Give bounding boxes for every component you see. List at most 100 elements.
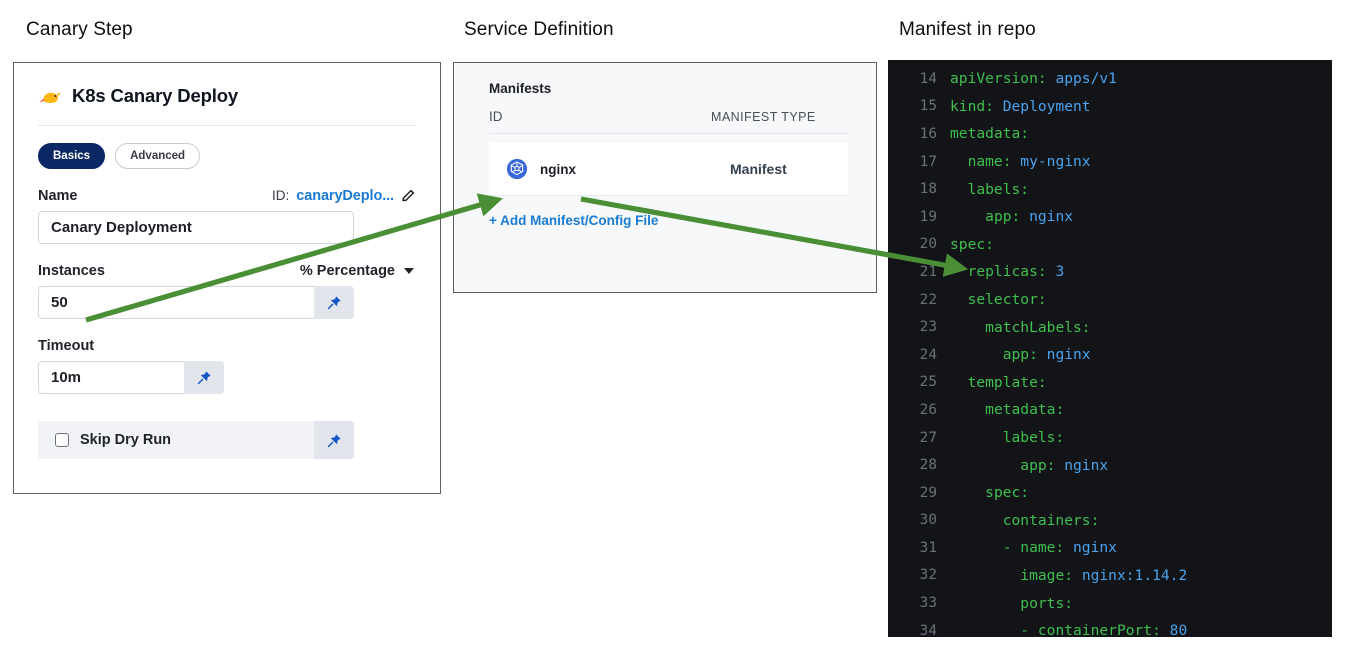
code-line-content: labels: — [950, 429, 1065, 446]
code-line: 31 - name: nginx — [888, 534, 1332, 562]
code-line-content: - containerPort: 80 — [950, 622, 1187, 637]
code-line: 17 name: my-nginx — [888, 148, 1332, 176]
code-line: 23 matchLabels: — [888, 313, 1332, 341]
line-number: 29 — [919, 484, 937, 501]
code-token-key: metadata: — [985, 401, 1065, 419]
instances-field-block: Instances % Percentage 50 — [38, 261, 416, 320]
code-token-value: apps/v1 — [1055, 70, 1117, 88]
code-line-content: apiVersion: apps/v1 — [950, 70, 1117, 87]
step-id-group[interactable]: ID: canaryDeplo... — [272, 188, 416, 204]
line-number: 30 — [919, 512, 937, 529]
code-token-value: nginx — [1064, 456, 1109, 474]
code-token-key: apiVersion: — [950, 70, 1056, 88]
add-manifest-link[interactable]: + Add Manifest/Config File — [489, 213, 659, 228]
tab-basics[interactable]: Basics — [38, 143, 106, 170]
code-line: 18 labels: — [888, 175, 1332, 203]
line-number: 19 — [919, 208, 937, 225]
code-line: 30 containers: — [888, 507, 1332, 535]
code-line-content: name: my-nginx — [950, 153, 1091, 170]
code-line: 26 metadata: — [888, 396, 1332, 424]
code-token-value: nginx — [1029, 208, 1074, 226]
line-number: 15 — [919, 98, 937, 115]
code-token-key: ports: — [1020, 594, 1074, 612]
column-header-id: ID — [489, 109, 503, 124]
card-header: K8s Canary Deploy — [14, 63, 440, 107]
code-token-key: metadata: — [950, 125, 1030, 143]
code-token-value: 80 — [1169, 622, 1188, 637]
code-token-key: spec: — [950, 235, 994, 253]
code-token-key: replicas: — [967, 263, 1056, 281]
code-line: 34 - containerPort: 80 — [888, 617, 1332, 637]
instances-input[interactable]: 50 — [38, 286, 314, 320]
heading-service-definition: Service Definition — [464, 19, 614, 40]
code-line-content: app: nginx — [950, 457, 1108, 474]
instances-unit-dropdown[interactable]: % Percentage — [300, 263, 416, 279]
code-line-content: kind: Deployment — [950, 98, 1091, 115]
heading-manifest-in-repo: Manifest in repo — [899, 19, 1036, 40]
line-number: 33 — [919, 595, 937, 612]
code-token-key: name: — [967, 153, 1021, 171]
skip-dry-run-checkbox[interactable] — [55, 433, 69, 448]
id-prefix-label: ID: — [272, 188, 290, 204]
timeout-field-block: Timeout 10m — [38, 336, 416, 395]
code-token-value: nginx — [1073, 539, 1117, 557]
name-field-block: Name ID: canaryDeplo... Canary Deploymen… — [38, 186, 416, 245]
code-line: 33 ports: — [888, 589, 1332, 617]
chevron-down-icon[interactable] — [404, 267, 414, 274]
code-token-key: containers: — [1002, 511, 1100, 529]
code-line: 15 kind: Deployment — [888, 93, 1332, 121]
table-divider — [489, 133, 848, 134]
code-token-key: app: — [1020, 456, 1065, 474]
code-line: 22 selector: — [888, 286, 1332, 314]
line-number: 16 — [919, 125, 937, 142]
line-number: 34 — [919, 622, 937, 637]
code-line-content: containers: — [950, 511, 1100, 529]
line-number: 14 — [919, 70, 937, 87]
code-line: 14 apiVersion: apps/v1 — [888, 65, 1332, 93]
line-number: 25 — [919, 374, 937, 391]
line-number: 28 — [919, 457, 937, 474]
code-line: 21 replicas: 3 — [888, 258, 1332, 286]
code-token-key: template: — [967, 373, 1047, 391]
code-line: 25 template: — [888, 369, 1332, 397]
table-cell-id: nginx — [540, 161, 576, 177]
code-token-key: labels: — [967, 180, 1030, 198]
tab-bar: Basics Advanced — [38, 143, 416, 170]
skip-dry-run-pin-button[interactable] — [314, 421, 354, 460]
code-token-value: my-nginx — [1020, 153, 1091, 171]
code-line-content: image: nginx:1.14.2 — [950, 567, 1187, 584]
line-number: 21 — [919, 263, 937, 280]
code-token-key: - containerPort: — [1020, 622, 1170, 637]
code-line-content: spec: — [950, 484, 1029, 501]
code-line: 32 image: nginx:1.14.2 — [888, 562, 1332, 590]
code-token-key: kind: — [950, 97, 1003, 115]
card-title: K8s Canary Deploy — [72, 85, 239, 106]
manifests-title: Manifests — [489, 81, 552, 96]
tab-advanced[interactable]: Advanced — [115, 143, 201, 170]
instances-pin-button[interactable] — [314, 286, 354, 320]
code-line-content: selector: — [950, 291, 1047, 308]
table-row[interactable]: nginx Manifest — [489, 143, 848, 196]
timeout-input[interactable]: 10m — [38, 361, 184, 395]
id-value[interactable]: canaryDeplo... — [296, 187, 394, 204]
line-number: 24 — [919, 346, 937, 363]
code-token-key: app: — [985, 208, 1030, 226]
code-token-value: 3 — [1055, 263, 1065, 281]
heading-canary-step: Canary Step — [26, 19, 133, 40]
instances-label: Instances — [38, 262, 105, 279]
pencil-icon[interactable] — [401, 188, 416, 203]
skip-dry-run-label: Skip Dry Run — [80, 432, 172, 449]
code-line-content: app: nginx — [950, 346, 1091, 363]
instances-unit-label: % Percentage — [299, 262, 395, 279]
line-number: 26 — [919, 401, 937, 418]
timeout-pin-button[interactable] — [184, 361, 224, 395]
timeout-label: Timeout — [38, 337, 95, 354]
code-token-value: nginx — [1046, 346, 1091, 364]
skip-dry-run-row: Skip Dry Run — [38, 421, 354, 460]
name-input[interactable]: Canary Deployment — [38, 211, 354, 245]
name-label: Name — [38, 187, 78, 204]
line-number: 17 — [919, 153, 937, 170]
code-line-content: ports: — [950, 595, 1073, 612]
skip-dry-run-toggle[interactable]: Skip Dry Run — [38, 421, 314, 459]
